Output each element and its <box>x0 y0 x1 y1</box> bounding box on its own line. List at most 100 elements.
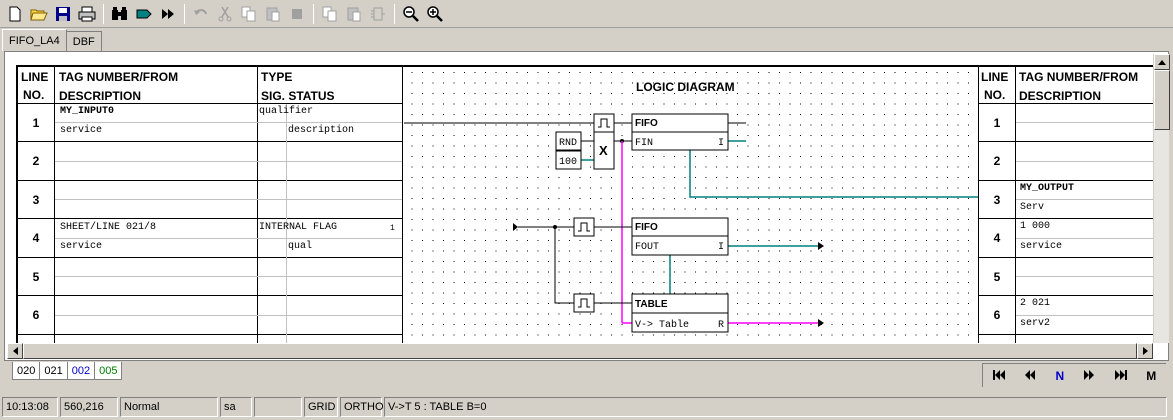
undo-icon[interactable] <box>190 3 212 25</box>
cell-divider <box>55 315 402 316</box>
logic-diagram[interactable]: RND 100 X FIFO FIN I FIFO FOUT I TABLE V… <box>18 67 1153 344</box>
zoom-in-icon[interactable] <box>424 3 446 25</box>
col-divider <box>1015 67 1016 344</box>
left-line-header: LINE <box>21 70 49 84</box>
cut-icon[interactable] <box>214 3 236 25</box>
paste-gate-icon[interactable] <box>343 3 365 25</box>
scroll-thumb[interactable] <box>1154 70 1170 130</box>
sheet-tab-005[interactable]: 005 <box>94 362 123 380</box>
vertical-scrollbar[interactable] <box>1153 54 1170 343</box>
right-row-desc[interactable]: Serv <box>1020 202 1045 213</box>
cell-divider <box>1016 315 1153 316</box>
document-tabs: FIFO_LA4 DBF <box>0 29 102 51</box>
status-grid[interactable]: GRID <box>304 397 338 417</box>
col-divider <box>978 67 979 344</box>
left-desc-header: DESCRIPTION <box>59 89 142 103</box>
previous-sheet-icon[interactable] <box>1024 369 1036 383</box>
right-desc-header: DESCRIPTION <box>1019 89 1102 103</box>
left-row-type[interactable]: INTERNAL FLAG <box>259 222 338 233</box>
row-divider <box>18 334 402 335</box>
right-row-desc[interactable]: serv2 <box>1020 318 1051 329</box>
row-divider <box>18 180 402 181</box>
scroll-right-icon[interactable] <box>1137 343 1153 359</box>
right-line-number: 3 <box>993 193 1001 207</box>
status-ortho[interactable]: ORTHO <box>340 397 384 417</box>
wire-arrow <box>818 242 824 250</box>
row-divider <box>978 295 1153 296</box>
doc-tab-fifo-la4[interactable]: FIFO_LA4 <box>2 29 67 51</box>
left-row-flag: 1 <box>390 224 395 233</box>
scroll-thumb[interactable] <box>23 343 1137 359</box>
multiply-label: X <box>599 143 608 158</box>
row-divider <box>978 334 1153 335</box>
right-line-number: 1 <box>993 116 1001 130</box>
cell-divider <box>1016 238 1153 239</box>
pulse-block-3 <box>573 293 595 313</box>
cell-divider <box>55 161 402 162</box>
paste-icon[interactable] <box>262 3 284 25</box>
zoom-out-icon[interactable] <box>400 3 422 25</box>
right-no-header: NO. <box>984 88 1006 102</box>
scroll-up-icon[interactable] <box>1154 54 1170 70</box>
left-row-status[interactable]: description <box>288 125 355 136</box>
left-row-desc[interactable]: service <box>60 125 103 136</box>
fast-forward-icon[interactable] <box>157 3 179 25</box>
save-icon[interactable] <box>52 3 74 25</box>
left-row-tag[interactable]: SHEET/LINE 021/8 <box>60 222 157 233</box>
delete-gate-icon[interactable] <box>367 3 389 25</box>
col-divider <box>54 67 55 344</box>
toolbar-separator <box>103 3 104 24</box>
last-sheet-icon[interactable] <box>1114 369 1127 383</box>
print-icon[interactable] <box>76 3 98 25</box>
copy-gate-icon[interactable] <box>319 3 341 25</box>
find-icon[interactable] <box>109 3 131 25</box>
left-row-status[interactable]: qual <box>288 241 313 252</box>
row-divider <box>18 295 402 296</box>
multiply-block <box>593 131 615 170</box>
right-line-number: 5 <box>993 270 1001 284</box>
open-icon[interactable] <box>28 3 50 25</box>
col-divider <box>257 67 258 344</box>
right-row-tag[interactable]: MY_OUTPUT <box>1020 183 1075 194</box>
new-icon[interactable] <box>4 3 26 25</box>
left-line-number: 3 <box>32 193 40 207</box>
sheet-tab-002[interactable]: 002 <box>66 362 96 380</box>
cell-divider <box>55 122 402 123</box>
right-tag-header: TAG NUMBER/FROM <box>1019 70 1139 84</box>
left-line-number: 5 <box>32 270 40 284</box>
sheet-tab-021[interactable]: 021 <box>39 362 68 380</box>
master-sheet-button[interactable]: M <box>1146 368 1157 383</box>
horizontal-scrollbar[interactable] <box>7 343 1153 359</box>
right-row-desc[interactable]: service <box>1020 241 1063 252</box>
rnd-label: RND <box>559 138 577 149</box>
left-row-desc[interactable]: service <box>60 241 103 252</box>
right-row-tag[interactable]: 1 000 <box>1020 221 1051 232</box>
row-divider <box>18 218 402 219</box>
next-sheet-icon[interactable] <box>1083 369 1095 383</box>
row-divider <box>978 141 1153 142</box>
status-blank <box>254 397 302 417</box>
wire <box>554 227 574 304</box>
doc-tab-dbf[interactable]: DBF <box>65 31 102 51</box>
right-row-tag[interactable]: 2 021 <box>1020 298 1051 309</box>
table-title: TABLE <box>635 299 668 310</box>
toolbar-separator <box>394 3 395 24</box>
pulse-block-2 <box>573 217 595 237</box>
left-row-type[interactable]: qualifier <box>259 106 314 117</box>
right-line-number: 6 <box>993 308 1001 322</box>
sheet-tab-020[interactable]: 020 <box>12 362 41 380</box>
replace-icon[interactable] <box>133 3 155 25</box>
fifo1-title: FIFO <box>635 118 658 129</box>
copy-icon[interactable] <box>238 3 260 25</box>
first-sheet-icon[interactable] <box>992 369 1005 383</box>
cell-divider <box>55 276 402 277</box>
new-sheet-button[interactable]: N <box>1055 368 1065 383</box>
logic-sheet[interactable]: LINE NO. TAG NUMBER/FROM DESCRIPTION TYP… <box>16 65 1153 344</box>
fifo2-pin: FOUT <box>635 242 659 253</box>
cell-divider <box>1016 122 1153 123</box>
cell-divider <box>1016 161 1153 162</box>
left-row-tag[interactable]: MY_INPUT0 <box>60 106 115 117</box>
scroll-left-icon[interactable] <box>7 343 23 359</box>
delete-icon[interactable] <box>286 3 308 25</box>
toolbar-separator <box>313 3 314 24</box>
